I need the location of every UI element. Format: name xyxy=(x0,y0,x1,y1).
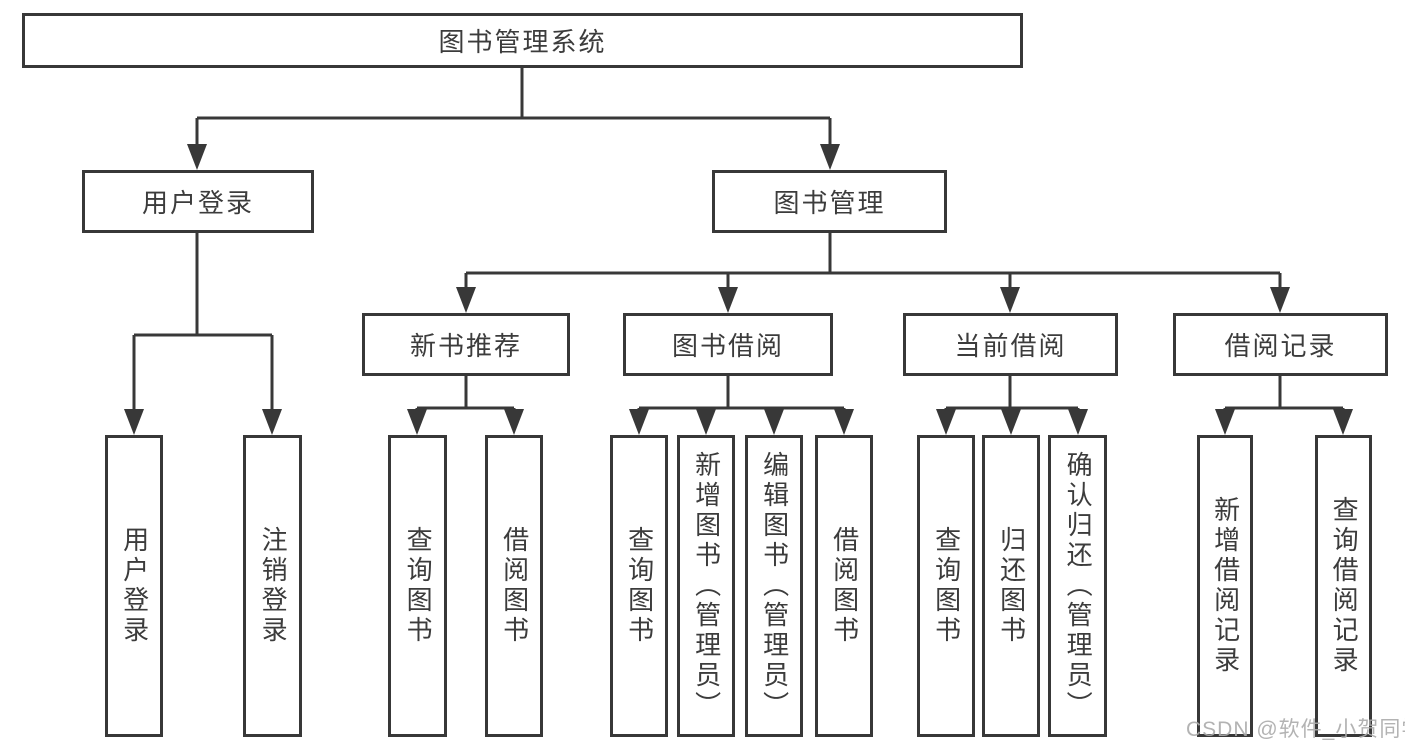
leaf-edit-book-admin-label: 编辑图书（管理员） xyxy=(759,451,790,721)
leaf-confirm-return-admin-label: 确认归还（管理员） xyxy=(1063,451,1094,721)
leaf-add-book-admin-label: 新增图书（管理员） xyxy=(691,451,722,721)
leaf-borrow-books: 借阅图书 xyxy=(815,435,873,737)
leaf-user-login: 用户登录 xyxy=(105,435,163,737)
node-borrowing-records-label: 借阅记录 xyxy=(1224,331,1337,361)
node-user-login-label: 用户登录 xyxy=(141,188,254,218)
leaf-query-books-recommend-label: 查询图书 xyxy=(403,526,434,646)
leaf-return-books: 归还图书 xyxy=(982,435,1040,737)
leaf-logout-label: 注销登录 xyxy=(258,526,289,646)
leaf-query-borrow-record: 查询借阅记录 xyxy=(1315,435,1372,737)
arrowheads xyxy=(124,144,1353,435)
leaf-add-borrow-record-label: 新增借阅记录 xyxy=(1210,496,1241,676)
node-new-book-recommend-label: 新书推荐 xyxy=(409,331,522,361)
leaf-add-borrow-record: 新增借阅记录 xyxy=(1197,435,1253,737)
node-current-borrowing: 当前借阅 xyxy=(903,313,1118,376)
node-root: 图书管理系统 xyxy=(22,13,1023,68)
node-book-management-label: 图书管理 xyxy=(773,188,886,218)
leaf-borrow-books-recommend-label: 借阅图书 xyxy=(499,526,530,646)
leaf-edit-book-admin: 编辑图书（管理员） xyxy=(745,435,803,737)
leaf-query-books-borrow-label: 查询图书 xyxy=(624,526,655,646)
node-book-borrowing: 图书借阅 xyxy=(623,313,833,376)
leaf-query-borrow-record-label: 查询借阅记录 xyxy=(1329,496,1360,676)
leaf-query-books-recommend: 查询图书 xyxy=(388,435,447,737)
node-user-login: 用户登录 xyxy=(82,170,314,233)
leaf-query-books-borrow: 查询图书 xyxy=(610,435,668,737)
leaf-add-book-admin: 新增图书（管理员） xyxy=(677,435,735,737)
leaf-logout: 注销登录 xyxy=(243,435,302,737)
leaf-confirm-return-admin: 确认归还（管理员） xyxy=(1048,435,1107,737)
node-current-borrowing-label: 当前借阅 xyxy=(954,331,1067,361)
node-book-borrowing-label: 图书借阅 xyxy=(671,331,784,361)
leaf-query-books-current-label: 查询图书 xyxy=(931,526,962,646)
node-book-management: 图书管理 xyxy=(712,170,947,233)
edge-lines xyxy=(132,68,1345,415)
csdn-watermark: CSDN @软件_小贺同学 xyxy=(1186,718,1405,741)
node-new-book-recommend: 新书推荐 xyxy=(362,313,570,376)
leaf-borrow-books-recommend: 借阅图书 xyxy=(485,435,543,737)
leaf-borrow-books-label: 借阅图书 xyxy=(829,526,860,646)
leaf-user-login-label: 用户登录 xyxy=(119,526,150,646)
node-borrowing-records: 借阅记录 xyxy=(1173,313,1388,376)
node-root-label: 图书管理系统 xyxy=(438,27,607,57)
leaf-query-books-current: 查询图书 xyxy=(917,435,975,737)
leaf-return-books-label: 归还图书 xyxy=(996,526,1027,646)
